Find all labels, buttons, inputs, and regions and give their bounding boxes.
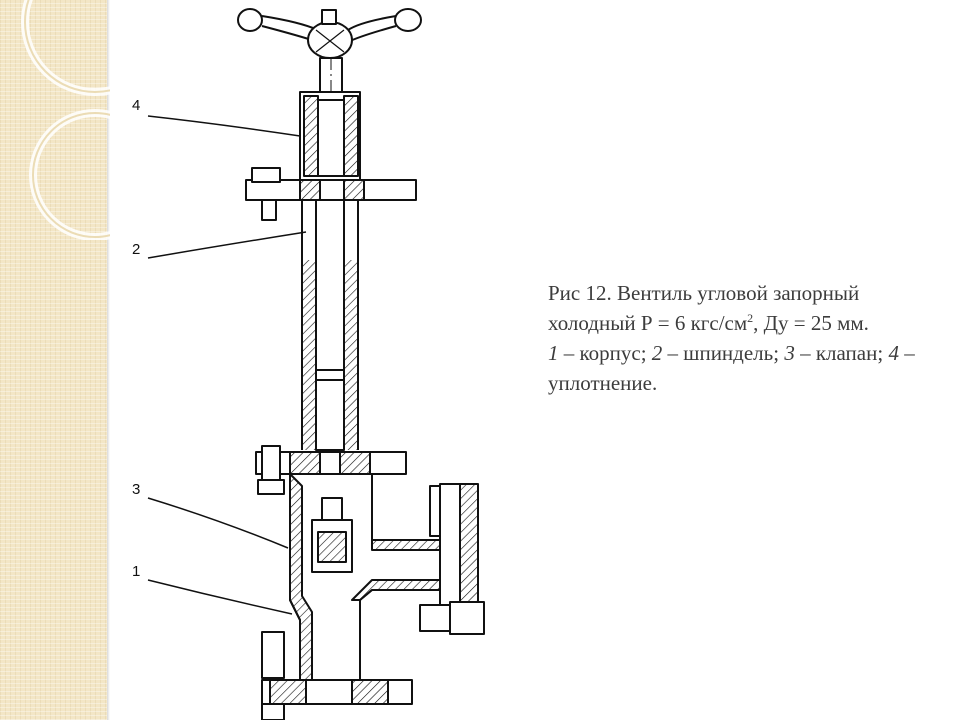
leader-line-1 [147, 579, 293, 615]
caption-title-tail: , Ду = 25 мм. [753, 311, 869, 335]
valve-drawing: 4 2 3 1 [132, 8, 485, 720]
caption-title-superscript: 2 [747, 311, 754, 325]
legend-num-2: 2 [651, 341, 663, 365]
caption-title: Рис 12. Вентиль угловой запорный холодны… [548, 278, 920, 338]
figure-caption: Рис 12. Вентиль угловой запорный холодны… [548, 278, 920, 398]
body-flange [255, 445, 407, 495]
legend-text-1: – корпус; [558, 341, 652, 365]
seal-housing [299, 91, 361, 181]
valve-body [289, 473, 461, 681]
caption-legend: 1 – корпус; 2 – шпиндель; 3 – клапан; 4 … [548, 338, 920, 398]
part-label-2: 2 [132, 241, 140, 258]
legend-num-3: 3 [784, 341, 795, 365]
leader-line-4 [147, 115, 301, 137]
side-flange [419, 483, 485, 635]
legend-num-4: 4 [888, 341, 899, 365]
legend-text-2: – шпиндель; [662, 341, 785, 365]
legend-num-1: 1 [548, 341, 559, 365]
decorative-rings [21, 0, 110, 240]
bottom-flange [261, 631, 413, 720]
decorative-side-panel [0, 0, 107, 720]
leader-line-2 [147, 231, 307, 259]
leader-line-3 [147, 497, 289, 549]
panel-edge-shadow [107, 0, 110, 720]
legend-text-3: – клапан; [794, 341, 889, 365]
part-label-1: 1 [132, 563, 140, 580]
caption-title-text: Рис 12. Вентиль угловой запорный холодны… [548, 281, 860, 335]
handwheel [237, 8, 422, 59]
bonnet-tube [301, 199, 359, 451]
part-label-4: 4 [132, 97, 140, 114]
legend-text-4: – уплотнение. [548, 341, 915, 395]
part-label-3: 3 [132, 481, 140, 498]
